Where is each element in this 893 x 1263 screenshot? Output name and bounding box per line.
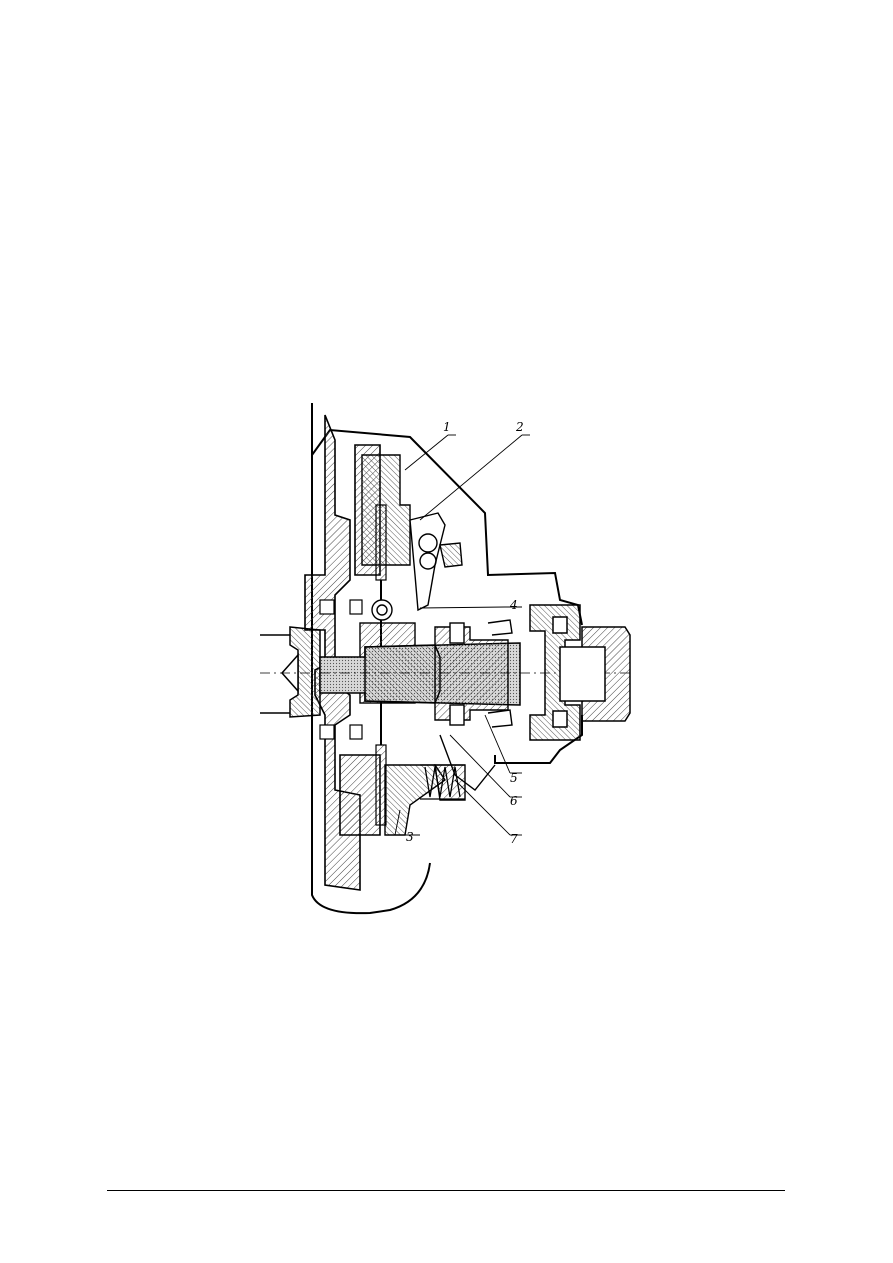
- callout-1: 1: [443, 420, 451, 434]
- crankshaft-flange: [260, 626, 321, 718]
- release-bearing: [434, 622, 509, 726]
- gearbox-bearing: [529, 604, 581, 741]
- clutch-housing: [311, 403, 583, 915]
- clutch-cross-section-svg: 1 2 3 4 5 6 7: [260, 403, 632, 915]
- release-lever: [409, 512, 463, 612]
- clutch-cross-section-drawing: 1 2 3 4 5 6 7: [260, 395, 632, 920]
- footer-rule: [107, 1190, 785, 1191]
- callout-5: 5: [510, 771, 518, 785]
- callout-7: 7: [510, 832, 518, 846]
- output-cap: [559, 626, 631, 722]
- callout-6: 6: [510, 794, 518, 808]
- callout-4: 4: [509, 598, 518, 612]
- callout-3: 3: [406, 830, 414, 844]
- release-fork: [439, 619, 513, 791]
- callout-leaders: [394, 434, 530, 836]
- callout-labels: 1 2 3 4 5 6 7: [406, 420, 524, 846]
- callout-2: 2: [515, 420, 524, 434]
- flywheel-bolts: [319, 599, 363, 740]
